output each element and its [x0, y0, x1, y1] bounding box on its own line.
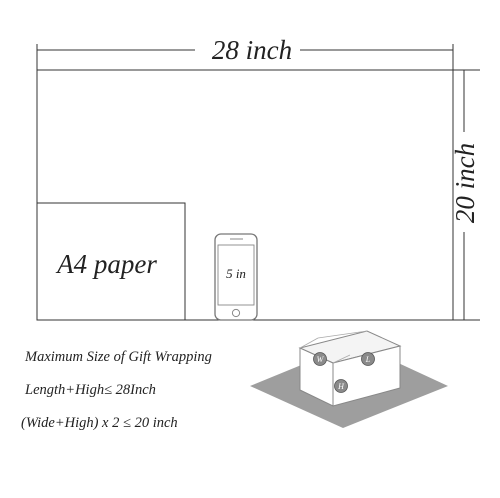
note-max-size: Maximum Size of Gift Wrapping: [25, 349, 212, 365]
phone-icon: [214, 233, 258, 321]
width-dimension: [36, 44, 454, 70]
svg-text:W: W: [317, 355, 325, 364]
width-label: 28 inch: [212, 35, 292, 65]
a4-paper: [36, 202, 186, 321]
box-height-marker: H: [334, 379, 348, 393]
svg-text:H: H: [337, 382, 345, 391]
a4-label: A4 paper: [55, 249, 157, 279]
note-length-high: Length+High≤ 28Inch: [25, 382, 156, 398]
box-length-marker: L: [361, 352, 375, 366]
height-label: 20 inch: [450, 143, 480, 223]
svg-text:L: L: [365, 355, 371, 364]
height-dimension: [453, 69, 480, 321]
box-width-marker: W: [313, 352, 327, 366]
note-wide-high: (Wide+High) x 2 ≤ 20 inch: [21, 415, 178, 431]
phone-label: 5 in: [226, 266, 246, 281]
gift-box-illustration: [250, 330, 448, 428]
